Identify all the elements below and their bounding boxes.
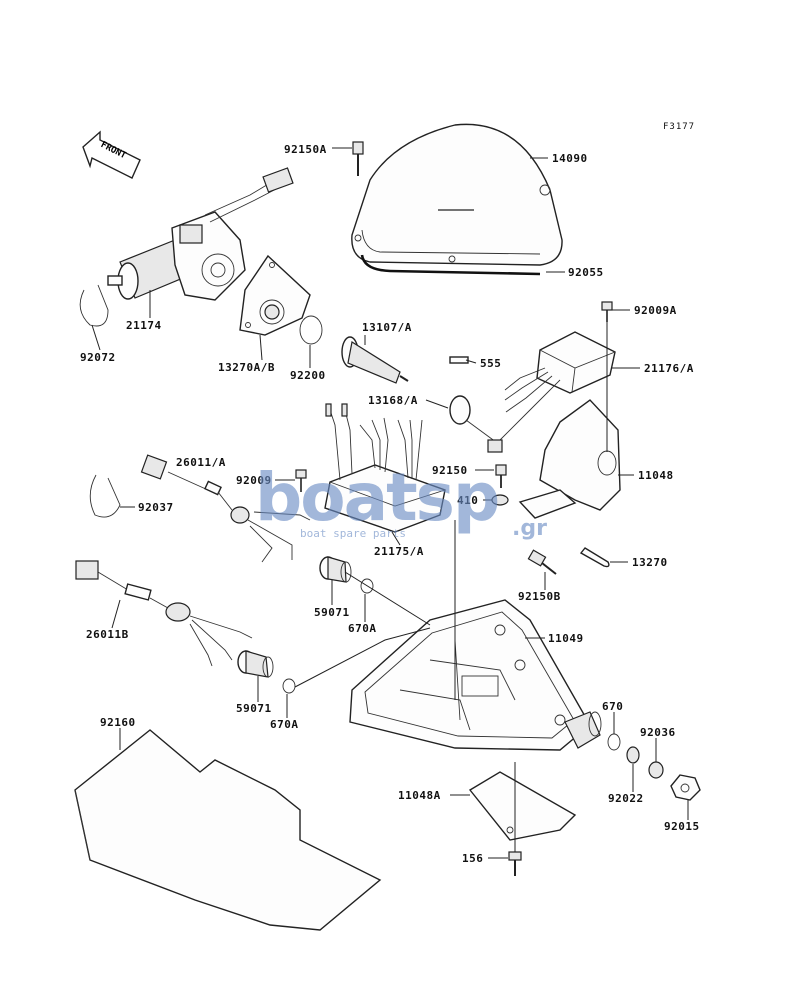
plate-13270AB xyxy=(239,254,311,336)
label-11049: 11049 xyxy=(548,632,584,645)
label-670: 670 xyxy=(602,700,623,713)
tie-92037 xyxy=(89,474,121,518)
oring-670A-lower xyxy=(282,678,296,694)
label-670A-upper: 670A xyxy=(348,622,377,635)
lockwasher-92036 xyxy=(648,761,664,779)
cable-26011B xyxy=(75,560,253,667)
bolt-92150 xyxy=(495,464,507,488)
motor-21174 xyxy=(107,167,294,301)
pin-555 xyxy=(449,356,469,364)
watermark-suffix: .gr xyxy=(512,516,547,541)
label-92022: 92022 xyxy=(608,792,644,805)
ring-92200 xyxy=(299,315,323,345)
oring-670 xyxy=(607,733,621,751)
front-arrow-icon: FRONT xyxy=(82,130,141,179)
screw-92009 xyxy=(295,469,307,492)
label-11048A: 11048A xyxy=(398,789,441,802)
label-92015: 92015 xyxy=(664,820,700,833)
tie-92072 xyxy=(79,284,109,327)
label-13107A: 13107/A xyxy=(362,321,412,334)
label-92037: 92037 xyxy=(138,501,174,514)
label-92009: 92009 xyxy=(236,474,272,487)
label-21175A: 21175/A xyxy=(374,545,424,558)
bracket-11048 xyxy=(518,399,621,519)
label-92009A: 92009A xyxy=(634,304,677,317)
cover-92160 xyxy=(74,729,382,931)
label-11048: 11048 xyxy=(638,469,674,482)
label-92150A: 92150A xyxy=(284,143,327,156)
oring-670A-upper xyxy=(360,578,374,594)
label-26011B: 26011B xyxy=(86,628,129,641)
label-59071-upper: 59071 xyxy=(314,606,350,619)
label-92055: 92055 xyxy=(568,266,604,279)
watermark-logo: boatsp .gr boat spare parts xyxy=(255,459,547,541)
screw-92009A xyxy=(601,301,613,322)
label-21174: 21174 xyxy=(126,319,162,332)
fitting-59071-lower xyxy=(237,650,274,678)
cover-14090 xyxy=(351,123,563,266)
label-670A-lower: 670A xyxy=(270,718,299,731)
label-92072: 92072 xyxy=(80,351,116,364)
plate-11048A xyxy=(468,771,577,841)
label-92200: 92200 xyxy=(290,369,326,382)
fitting-59071-upper xyxy=(319,556,352,583)
watermark-brand: boatsp xyxy=(255,459,498,536)
bolt-156 xyxy=(508,851,522,876)
shaft-13107A xyxy=(341,336,409,384)
part-13168A xyxy=(449,395,503,453)
label-92036: 92036 xyxy=(640,726,676,739)
label-92160: 92160 xyxy=(100,716,136,729)
nut-92015 xyxy=(670,774,701,801)
pin-13270 xyxy=(579,547,610,568)
cable-26011A xyxy=(140,454,311,563)
label-13270AB: 13270A/B xyxy=(218,361,275,374)
label-92150: 92150 xyxy=(432,464,468,477)
label-410: 410 xyxy=(457,494,478,507)
label-59071-lower: 59071 xyxy=(236,702,272,715)
label-92150B: 92150B xyxy=(518,590,561,603)
housing-11049 xyxy=(349,599,602,751)
label-13270: 13270 xyxy=(632,556,668,569)
label-13168A: 13168/A xyxy=(368,394,418,407)
label-21176A: 21176/A xyxy=(644,362,694,375)
label-555: 555 xyxy=(480,357,501,370)
gasket-92055 xyxy=(360,254,541,276)
label-26011A: 26011/A xyxy=(176,456,226,469)
bolt-92150B xyxy=(527,549,557,575)
unit-21176A xyxy=(499,331,616,441)
bolt-92150A xyxy=(352,141,364,176)
box-21175A xyxy=(324,403,446,533)
label-14090: 14090 xyxy=(552,152,588,165)
watermark-tagline: boat spare parts xyxy=(300,527,406,540)
washer-92022 xyxy=(626,746,640,764)
reference-code: F3177 xyxy=(663,122,695,132)
label-156: 156 xyxy=(462,852,483,865)
